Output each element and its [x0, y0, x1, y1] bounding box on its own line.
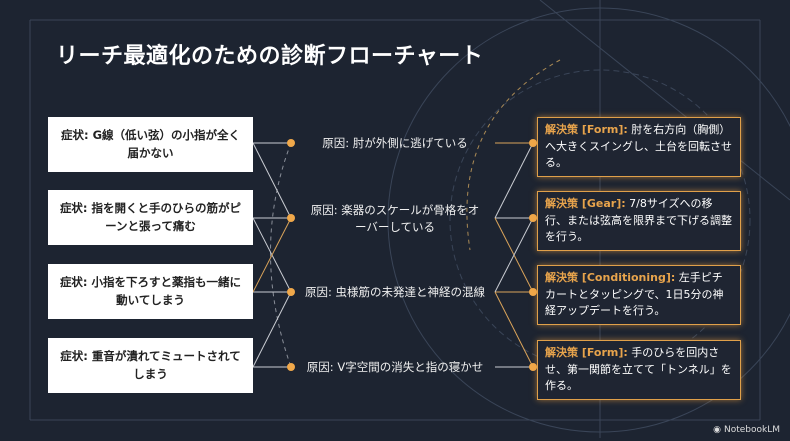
connector-dot [529, 288, 537, 296]
solution-tag: 解決策 [Form]: [545, 123, 628, 136]
connector-dot [287, 139, 295, 147]
cause-2: 原因: 楽器のスケールが骨格をオーバーしている [310, 203, 480, 235]
solution-text: 手のひらを回内させ、第一関節を立てて「トンネル」を作る。 [545, 346, 732, 392]
symptom-box-1: 症状: G線（低い弦）の小指が全く届かない [48, 117, 253, 172]
solution-box-1: 解決策 [Form]: 肘を右方向（胸側）へ大きくスイングし、土台を回転させる。 [537, 117, 741, 177]
solution-text: 7/8サイズへの移行、または弦高を限界まで下げる調整を行う。 [545, 197, 732, 243]
logo-text: NotebookLM [723, 425, 780, 435]
symptom-box-4: 症状: 重音が潰れてミュートされてしまう [48, 338, 253, 393]
solution-box-3: 解決策 [Conditioning]: 左手ピチカートとタッピングで、1日5分の… [537, 265, 741, 325]
page-title: リーチ最適化のための診断フローチャート [56, 44, 484, 69]
connector-dot [529, 214, 537, 222]
connector-line [252, 291, 292, 368]
notebooklm-logo: ◉NotebookLM [713, 425, 780, 435]
cause-1: 原因: 肘が外側に逃げている [322, 136, 468, 150]
solution-box-2: 解決策 [Gear]: 7/8サイズへの移行、または弦高を限界まで下げる調整を行… [537, 191, 741, 251]
symptom-box-2: 症状: 指を開くと手のひらの筋がピーンと張って痛む [48, 190, 253, 245]
connector-line [494, 142, 534, 219]
connector-line [494, 291, 534, 368]
solution-tag: 解決策 [Conditioning]: [545, 271, 676, 284]
connector-line [494, 217, 534, 293]
symptom-box-3: 症状: 小指を下ろすと薬指も一緒に動いてしまう [48, 264, 253, 319]
connector-dot [529, 363, 537, 371]
solution-text: 肘を右方向（胸側）へ大きくスイングし、土台を回転させる。 [545, 123, 732, 169]
connector-dot [287, 363, 295, 371]
connector-line [252, 142, 292, 219]
solution-tag: 解決策 [Gear]: [545, 197, 626, 210]
connector-dot [287, 214, 295, 222]
solution-tag: 解決策 [Form]: [545, 346, 628, 359]
solution-box-4: 解決策 [Form]: 手のひらを回内させ、第一関節を立てて「トンネル」を作る。 [537, 340, 741, 400]
cause-3: 原因: 虫様筋の未発達と神経の混線 [304, 285, 486, 299]
logo-icon: ◉ [713, 425, 721, 435]
solution-text: 左手ピチカートとタッピングで、1日5分の神経アップデートを行う。 [545, 271, 724, 317]
cause-4: 原因: V字空間の消失と指の寝かせ [306, 360, 484, 374]
connector-dot [287, 288, 295, 296]
connector-dot [529, 139, 537, 147]
connector-line [252, 217, 292, 293]
